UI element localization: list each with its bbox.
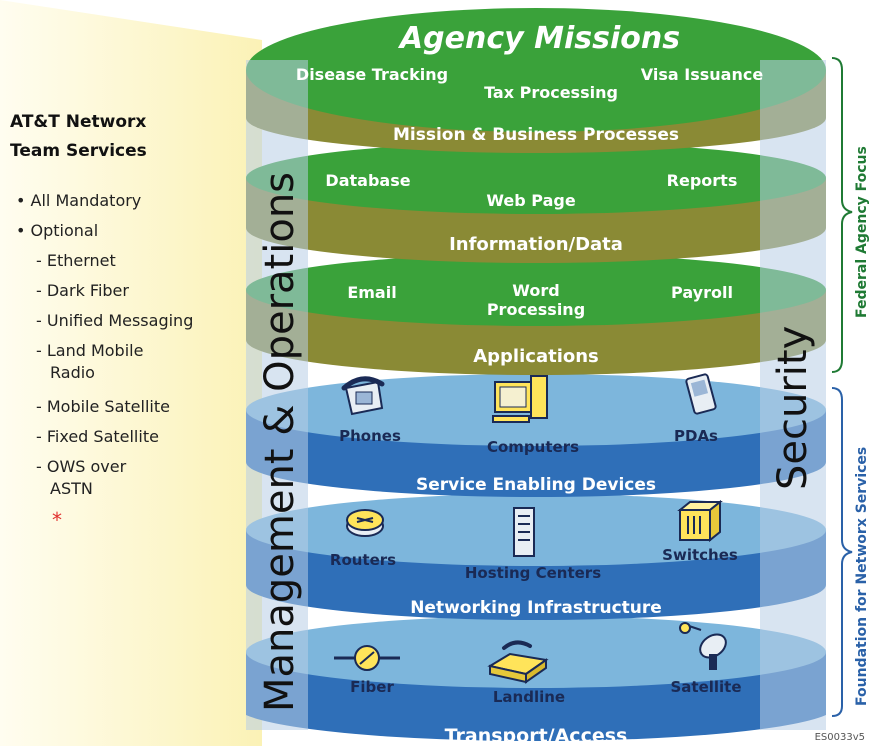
sub-item-line: Radio [50,363,95,382]
infra-label: Hosting Centers [465,564,601,582]
layer-item: Processing [487,300,585,319]
asterisk-mark: * [52,508,62,532]
device-label: Phones [339,427,401,445]
device-label: PDAs [674,427,718,445]
pillar-right [760,60,826,730]
transport-label: Landline [493,688,565,706]
layer-item: Payroll [671,283,733,302]
fax-icon [487,640,549,684]
sub-item-land-mobile: - Land Mobile Radio [10,336,240,384]
sub-item-line: ASTN [50,479,93,498]
mission-item: Disease Tracking [296,65,448,84]
highlight-beam [0,0,262,746]
bullet-optional: • Optional [16,221,99,240]
pillar-label-management: Management & Operations [257,172,303,712]
layer-item: Web Page [486,191,576,210]
sub-item: - Mobile Satellite [36,397,170,416]
router-icon [346,509,384,537]
band-label-applications: Applications [473,346,599,367]
top-disc-title: Agency Missions [398,21,680,56]
sub-item-ows: - OWS over ASTN [10,452,240,500]
bracket-federal [831,57,853,373]
satellite-dish-icon [679,622,727,670]
pillar-left [246,60,308,730]
mission-item: Tax Processing [484,83,618,102]
sub-item-line: - Land Mobile [36,341,144,360]
infra-label: Routers [330,551,396,569]
bullet-text: Optional [30,221,99,240]
panel-title-line2: Team Services [10,141,147,161]
sub-item: - Dark Fiber [36,281,129,300]
mission-item: Visa Issuance [641,65,764,84]
pda-icon [685,373,717,415]
layer-applications: Applications [246,254,826,375]
switch-icon [677,499,723,543]
band-label-service-devices: Service Enabling Devices [416,475,656,495]
band-label-mission: Mission & Business Processes [393,125,679,145]
sub-item: - Unified Messaging [36,311,194,330]
transport-label: Satellite [670,678,741,696]
infra-label: Switches [662,546,738,564]
sub-item-line: - OWS over [36,457,127,476]
layer-item: Word [512,281,559,300]
transport-label: Fiber [350,678,394,696]
team-services-panel: AT&T Networx Team Services • All Mandato… [10,108,240,532]
bullet-text: All Mandatory [30,191,142,210]
footer-code: ES0033v5 [815,732,865,743]
layer-transport-access: Transport/Access [246,616,826,746]
bracket-foundation [831,387,853,717]
pillar-label-security: Security [770,326,816,490]
layer-item: Database [325,171,410,190]
service-list: • All Mandatory • Optional - Ethernet - … [10,186,240,532]
bracket-label-federal: Federal Agency Focus [854,146,870,318]
device-label: Computers [487,438,579,456]
panel-title-line1: AT&T Networx [10,112,147,132]
layer-mission-business: Mission & Business Processes [246,8,826,153]
layer-information-data: Information/Data [246,142,826,263]
phone-icon [341,376,385,416]
band-label-transport: Transport/Access [445,725,628,746]
fiber-icon [334,645,400,671]
bracket-label-foundation: Foundation for Networx Services [854,447,870,706]
computer-icon [492,375,548,423]
server-icon [513,507,535,557]
layer-item: Email [347,283,396,302]
band-label-information: Information/Data [449,234,623,255]
band-label-networking: Networking Infrastructure [410,598,662,618]
sub-item: - Fixed Satellite [36,427,159,446]
bullet-all-mandatory: • All Mandatory [16,191,142,210]
sub-item: - Ethernet [36,251,116,270]
layer-item: Reports [667,171,738,190]
